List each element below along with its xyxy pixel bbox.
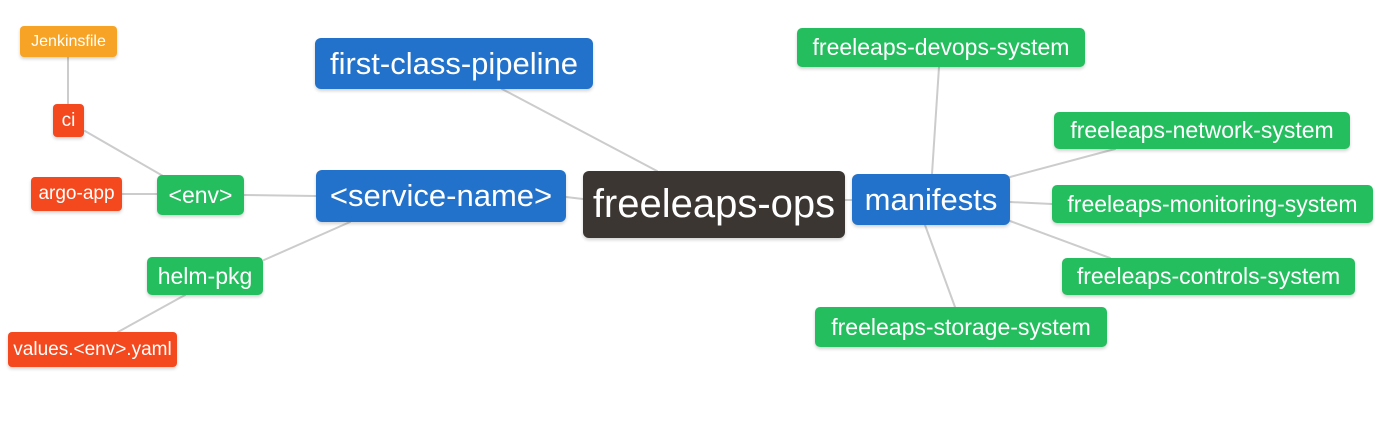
node-helm-pkg[interactable]: helm-pkg <box>147 257 263 295</box>
node-freeleaps-network-system[interactable]: freeleaps-network-system <box>1054 112 1350 149</box>
node-argo-app[interactable]: argo-app <box>31 177 122 211</box>
node-manifests[interactable]: manifests <box>852 174 1010 225</box>
edge-manifests-devops <box>931 66 940 175</box>
node-freeleaps-monitoring-system[interactable]: freeleaps-monitoring-system <box>1052 185 1373 223</box>
edge-helmpkg-servicename <box>263 221 351 261</box>
node-freeleaps-devops-system[interactable]: freeleaps-devops-system <box>797 28 1085 67</box>
edge-manifests-controls <box>1009 220 1111 259</box>
node-values-env-yaml[interactable]: values.<env>.yaml <box>8 332 177 367</box>
node-freeleaps-ops[interactable]: freeleaps-ops <box>583 171 845 238</box>
node-service-name[interactable]: <service-name> <box>316 170 566 222</box>
edge-values-helmpkg <box>117 294 186 333</box>
edge-servicename-root <box>565 196 584 200</box>
node-first-class-pipeline[interactable]: first-class-pipeline <box>315 38 593 89</box>
edge-manifests-network <box>1009 148 1116 178</box>
edge-pipeline-root <box>501 88 658 172</box>
edge-env-servicename <box>243 194 317 197</box>
edge-manifests-storage <box>924 224 956 308</box>
node-env[interactable]: <env> <box>157 175 244 215</box>
node-jenkinsfile[interactable]: Jenkinsfile <box>20 26 117 57</box>
node-freeleaps-controls-system[interactable]: freeleaps-controls-system <box>1062 258 1355 295</box>
edge-manifests-monitoring <box>1009 201 1053 205</box>
edge-ci-env <box>84 130 164 177</box>
node-freeleaps-storage-system[interactable]: freeleaps-storage-system <box>815 307 1107 347</box>
node-ci[interactable]: ci <box>53 104 84 137</box>
